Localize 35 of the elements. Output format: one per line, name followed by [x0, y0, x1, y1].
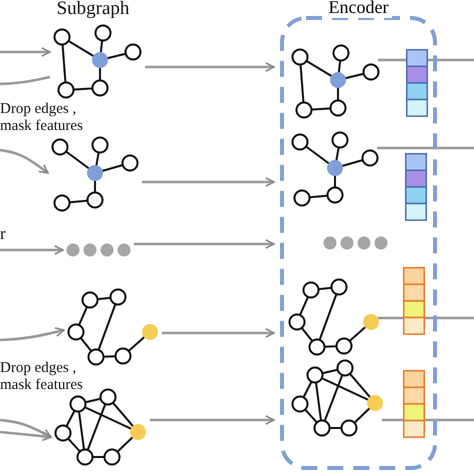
arrow	[0, 148, 49, 174]
embedding-vector	[403, 267, 425, 335]
embedding-vector	[403, 370, 425, 438]
embedding-vector	[405, 153, 427, 221]
graph-drawing	[291, 359, 384, 437]
graph-drawing	[288, 278, 380, 356]
arrow	[145, 62, 275, 72]
graph-drawing	[67, 288, 159, 366]
graph-drawing	[53, 24, 142, 99]
connector-line	[0, 76, 50, 86]
connector-line	[378, 58, 474, 62]
arrow	[0, 418, 52, 438]
graph-drawing	[54, 388, 147, 466]
graph-drawing	[51, 136, 139, 212]
arrow	[0, 327, 65, 342]
ellipsis-dots	[66, 243, 131, 257]
connector-line	[378, 316, 474, 320]
text-fragment: r	[0, 224, 7, 244]
ellipsis-dots	[323, 236, 388, 250]
embedding-vector	[406, 49, 428, 117]
arrow	[142, 177, 275, 187]
step-label: Drop edges , mask features	[0, 101, 84, 136]
graph-drawing	[291, 131, 379, 207]
step-label: Drop edges , mask features	[0, 360, 84, 394]
arrow	[150, 415, 275, 425]
connector-line	[382, 418, 474, 422]
encoder-container	[280, 0, 437, 470]
arrow	[0, 430, 52, 442]
arrow	[0, 245, 64, 255]
arrow	[162, 328, 275, 338]
connector-line	[377, 146, 474, 150]
arrow	[134, 239, 275, 249]
column-heading: Subgraph	[56, 0, 130, 20]
graph-drawing	[291, 44, 380, 119]
arrow	[0, 47, 51, 57]
